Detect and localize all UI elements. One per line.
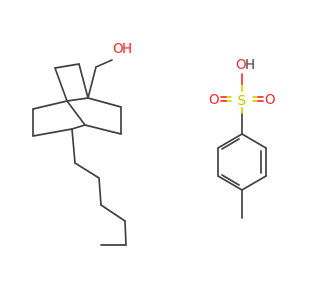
chain-bond xyxy=(71,128,76,164)
sulfur-label: S xyxy=(238,93,247,109)
methylene-bond xyxy=(87,66,97,99)
acid-hydrogen-label: H xyxy=(245,57,255,73)
ring-bond xyxy=(241,133,267,149)
cage-bond xyxy=(54,67,68,102)
bicyclic-alcohol: O H xyxy=(32,41,132,246)
ring-bond xyxy=(217,133,243,149)
cage-bond xyxy=(71,124,86,130)
cage-bond xyxy=(54,63,80,69)
cage-bond xyxy=(66,100,86,126)
chain-bond xyxy=(124,220,127,246)
cage-bond xyxy=(87,97,122,108)
chain-bond xyxy=(100,204,126,222)
chain-bond xyxy=(98,177,102,206)
cage-bond xyxy=(78,63,89,99)
ring-bond xyxy=(241,175,267,191)
chain-bond xyxy=(74,162,100,179)
ring-bond xyxy=(217,175,243,191)
methylene-bond xyxy=(95,59,113,68)
cage-bond xyxy=(32,100,68,110)
pentyl-chain xyxy=(71,128,127,246)
sulfonic-acid-group: S O H O O xyxy=(209,57,276,135)
hydroxyl-hydrogen-label: H xyxy=(122,41,132,57)
hydroxyl-oxygen-label: O xyxy=(113,41,124,57)
acid-oxygen-label: O xyxy=(236,57,247,73)
cage-bond xyxy=(32,128,73,137)
structure-canvas: O H xyxy=(32,41,276,246)
hydroxymethyl-group: O H xyxy=(87,41,132,99)
bicyclo-cage xyxy=(32,63,122,137)
oxo-oxygen-left-label: O xyxy=(209,92,220,108)
ring-double-bond xyxy=(221,138,240,150)
cage-bond xyxy=(66,97,89,102)
oxo-oxygen-right-label: O xyxy=(265,92,276,108)
chemical-structure: O H xyxy=(32,41,276,246)
cage-bond xyxy=(84,124,122,135)
ring-double-bond xyxy=(221,174,240,186)
benzene-ring xyxy=(217,133,267,191)
p-toluenesulfonic-acid: S O H O O xyxy=(209,57,276,219)
